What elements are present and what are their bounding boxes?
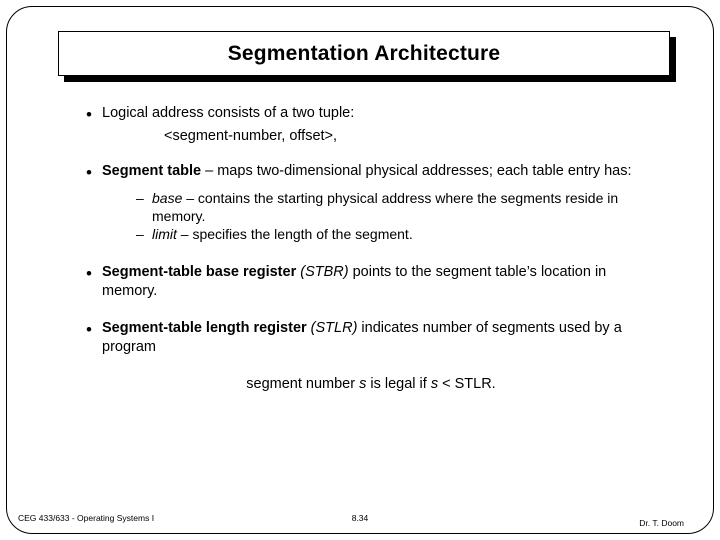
bullet-logical-address: • Logical address consists of a two tupl… [86,104,646,125]
closing-pre: segment number [246,376,360,392]
spacer-1 [86,146,646,162]
dash-icon: – [136,226,144,242]
closing-var-s-1: s [359,376,367,392]
stlr-abbrev: (STLR) [306,320,358,336]
closing-statement: segment number s is legal if s < STLR. [86,375,646,394]
page-title: Segmentation Architecture [227,41,501,65]
bullet-segment-table: • Segment table – maps two-dimensional p… [86,162,646,183]
subbullet-base-text: base – contains the starting physical ad… [152,189,646,225]
subbullet-limit-text: limit – specifies the length of the segm… [152,225,646,243]
bullet-stbr-text: Segment-table base register (STBR) point… [102,263,646,301]
stbr-label: Segment-table base register [102,264,297,280]
stbr-desc: points to the segment table’s location i… [102,264,607,299]
bullet-logical-address-text: Logical address consists of a two tuple: [102,105,355,121]
closing-mid: is legal if [366,376,431,392]
spacer-4 [86,303,646,319]
limit-keyword: limit [152,226,177,242]
spacer-3 [86,243,646,263]
footer-page-number: 8.34 [351,513,369,523]
limit-desc: – specifies the length of the segment. [176,226,413,242]
segment-table-label: Segment table [102,163,202,179]
dash-icon: – [136,190,144,206]
slide-body: • Logical address consists of a two tupl… [86,104,646,394]
bullet-dot-icon: • [86,163,92,182]
bullet-stlr: • Segment-table length register (STLR) i… [86,319,646,357]
bullet-dot-icon: • [86,105,92,124]
bullet-segment-table-text: Segment table – maps two-dimensional phy… [102,162,646,181]
bullet-dot-icon: • [86,264,92,283]
base-desc: – contains the starting physical address… [152,190,619,224]
closing-var-s-2: s [430,376,439,392]
subbullet-base: – base – contains the starting physical … [136,189,646,225]
bullet-dot-icon: • [86,320,92,339]
stbr-abbrev: (STBR) [296,264,349,280]
line-tuple: <segment-number, offset>, [164,128,338,144]
segment-table-desc: – maps two-dimensional physical addresse… [201,163,632,179]
closing-post: < STLR. [438,376,496,392]
title-box: Segmentation Architecture [58,31,670,76]
stlr-desc: indicates number of segments used by a p… [102,320,622,355]
subbullet-limit: – limit – specifies the length of the se… [136,225,646,243]
footer-course-label: CEG 433/633 - Operating Systems I [18,513,155,523]
footer-author: Dr. T. Doom [639,518,684,528]
base-keyword: base [152,190,183,206]
stlr-label: Segment-table length register [102,320,307,336]
bullet-stbr: • Segment-table base register (STBR) poi… [86,263,646,301]
bullet-stlr-text: Segment-table length register (STLR) ind… [102,319,646,357]
